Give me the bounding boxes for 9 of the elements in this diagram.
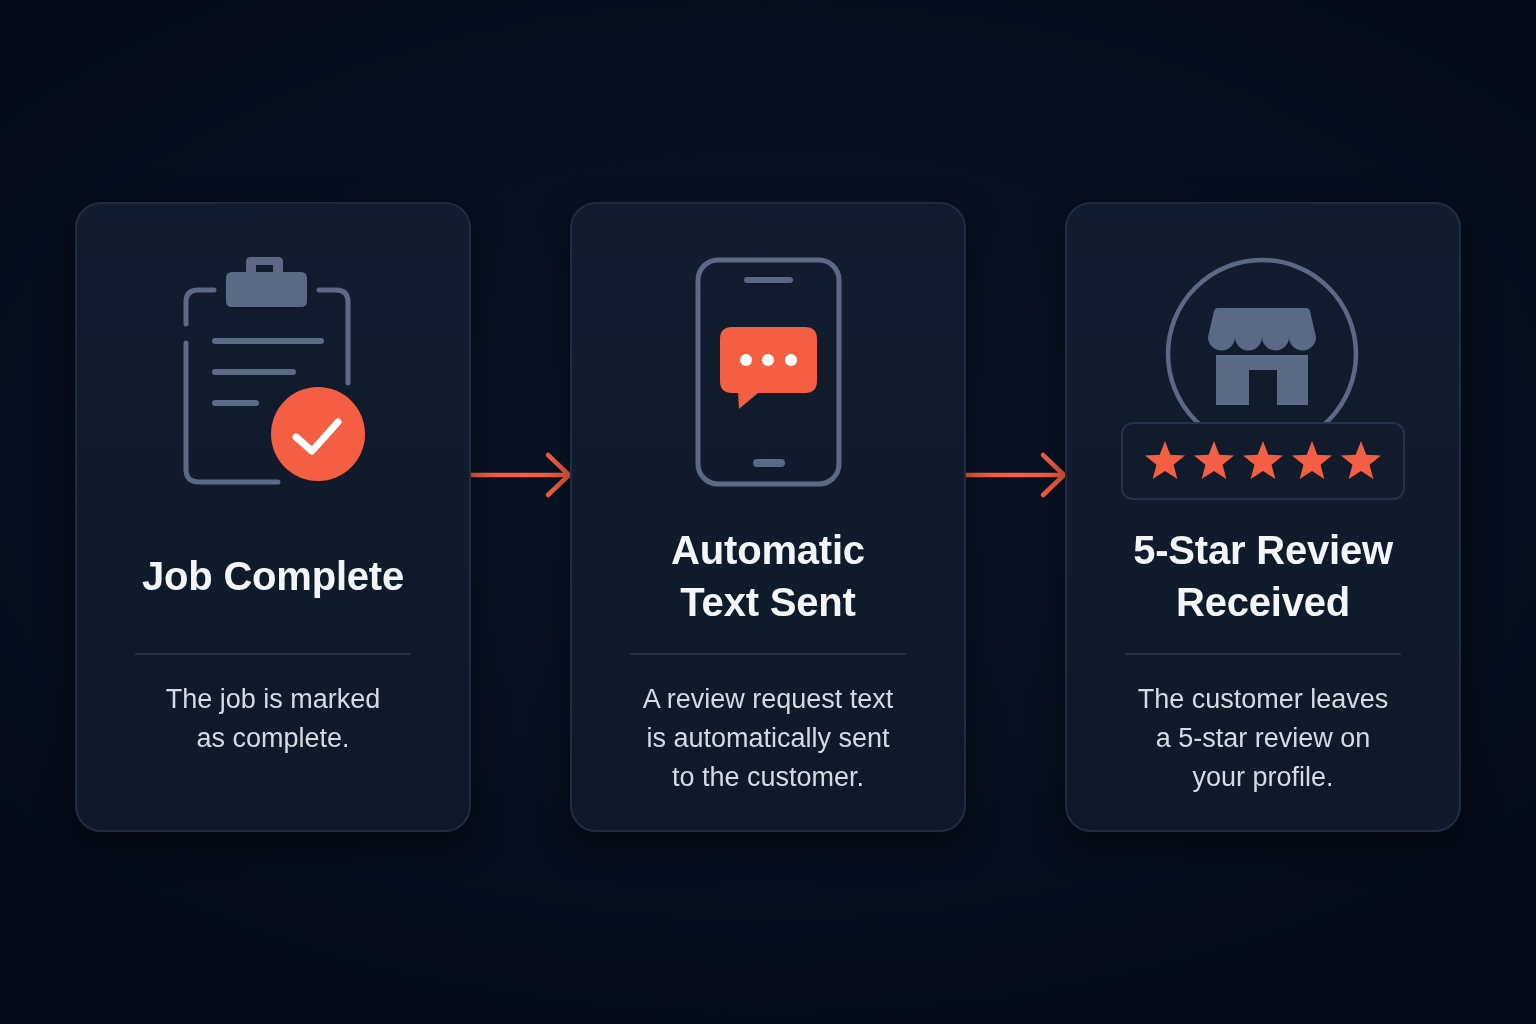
step-description: The job is marked as complete. — [164, 683, 382, 755]
step-description: A review request text is automatically sent to the customer. — [641, 683, 895, 794]
step-title: Automatic Text Sent — [670, 527, 866, 626]
step-card — [1065, 202, 1461, 832]
step-card — [570, 202, 966, 832]
step-title: 5-Star Review Received — [1132, 527, 1394, 626]
step-card — [75, 202, 471, 832]
step-description: The customer leaves a 5-star review on your profile. — [1136, 683, 1390, 794]
step-title: Job Complete — [141, 553, 405, 600]
